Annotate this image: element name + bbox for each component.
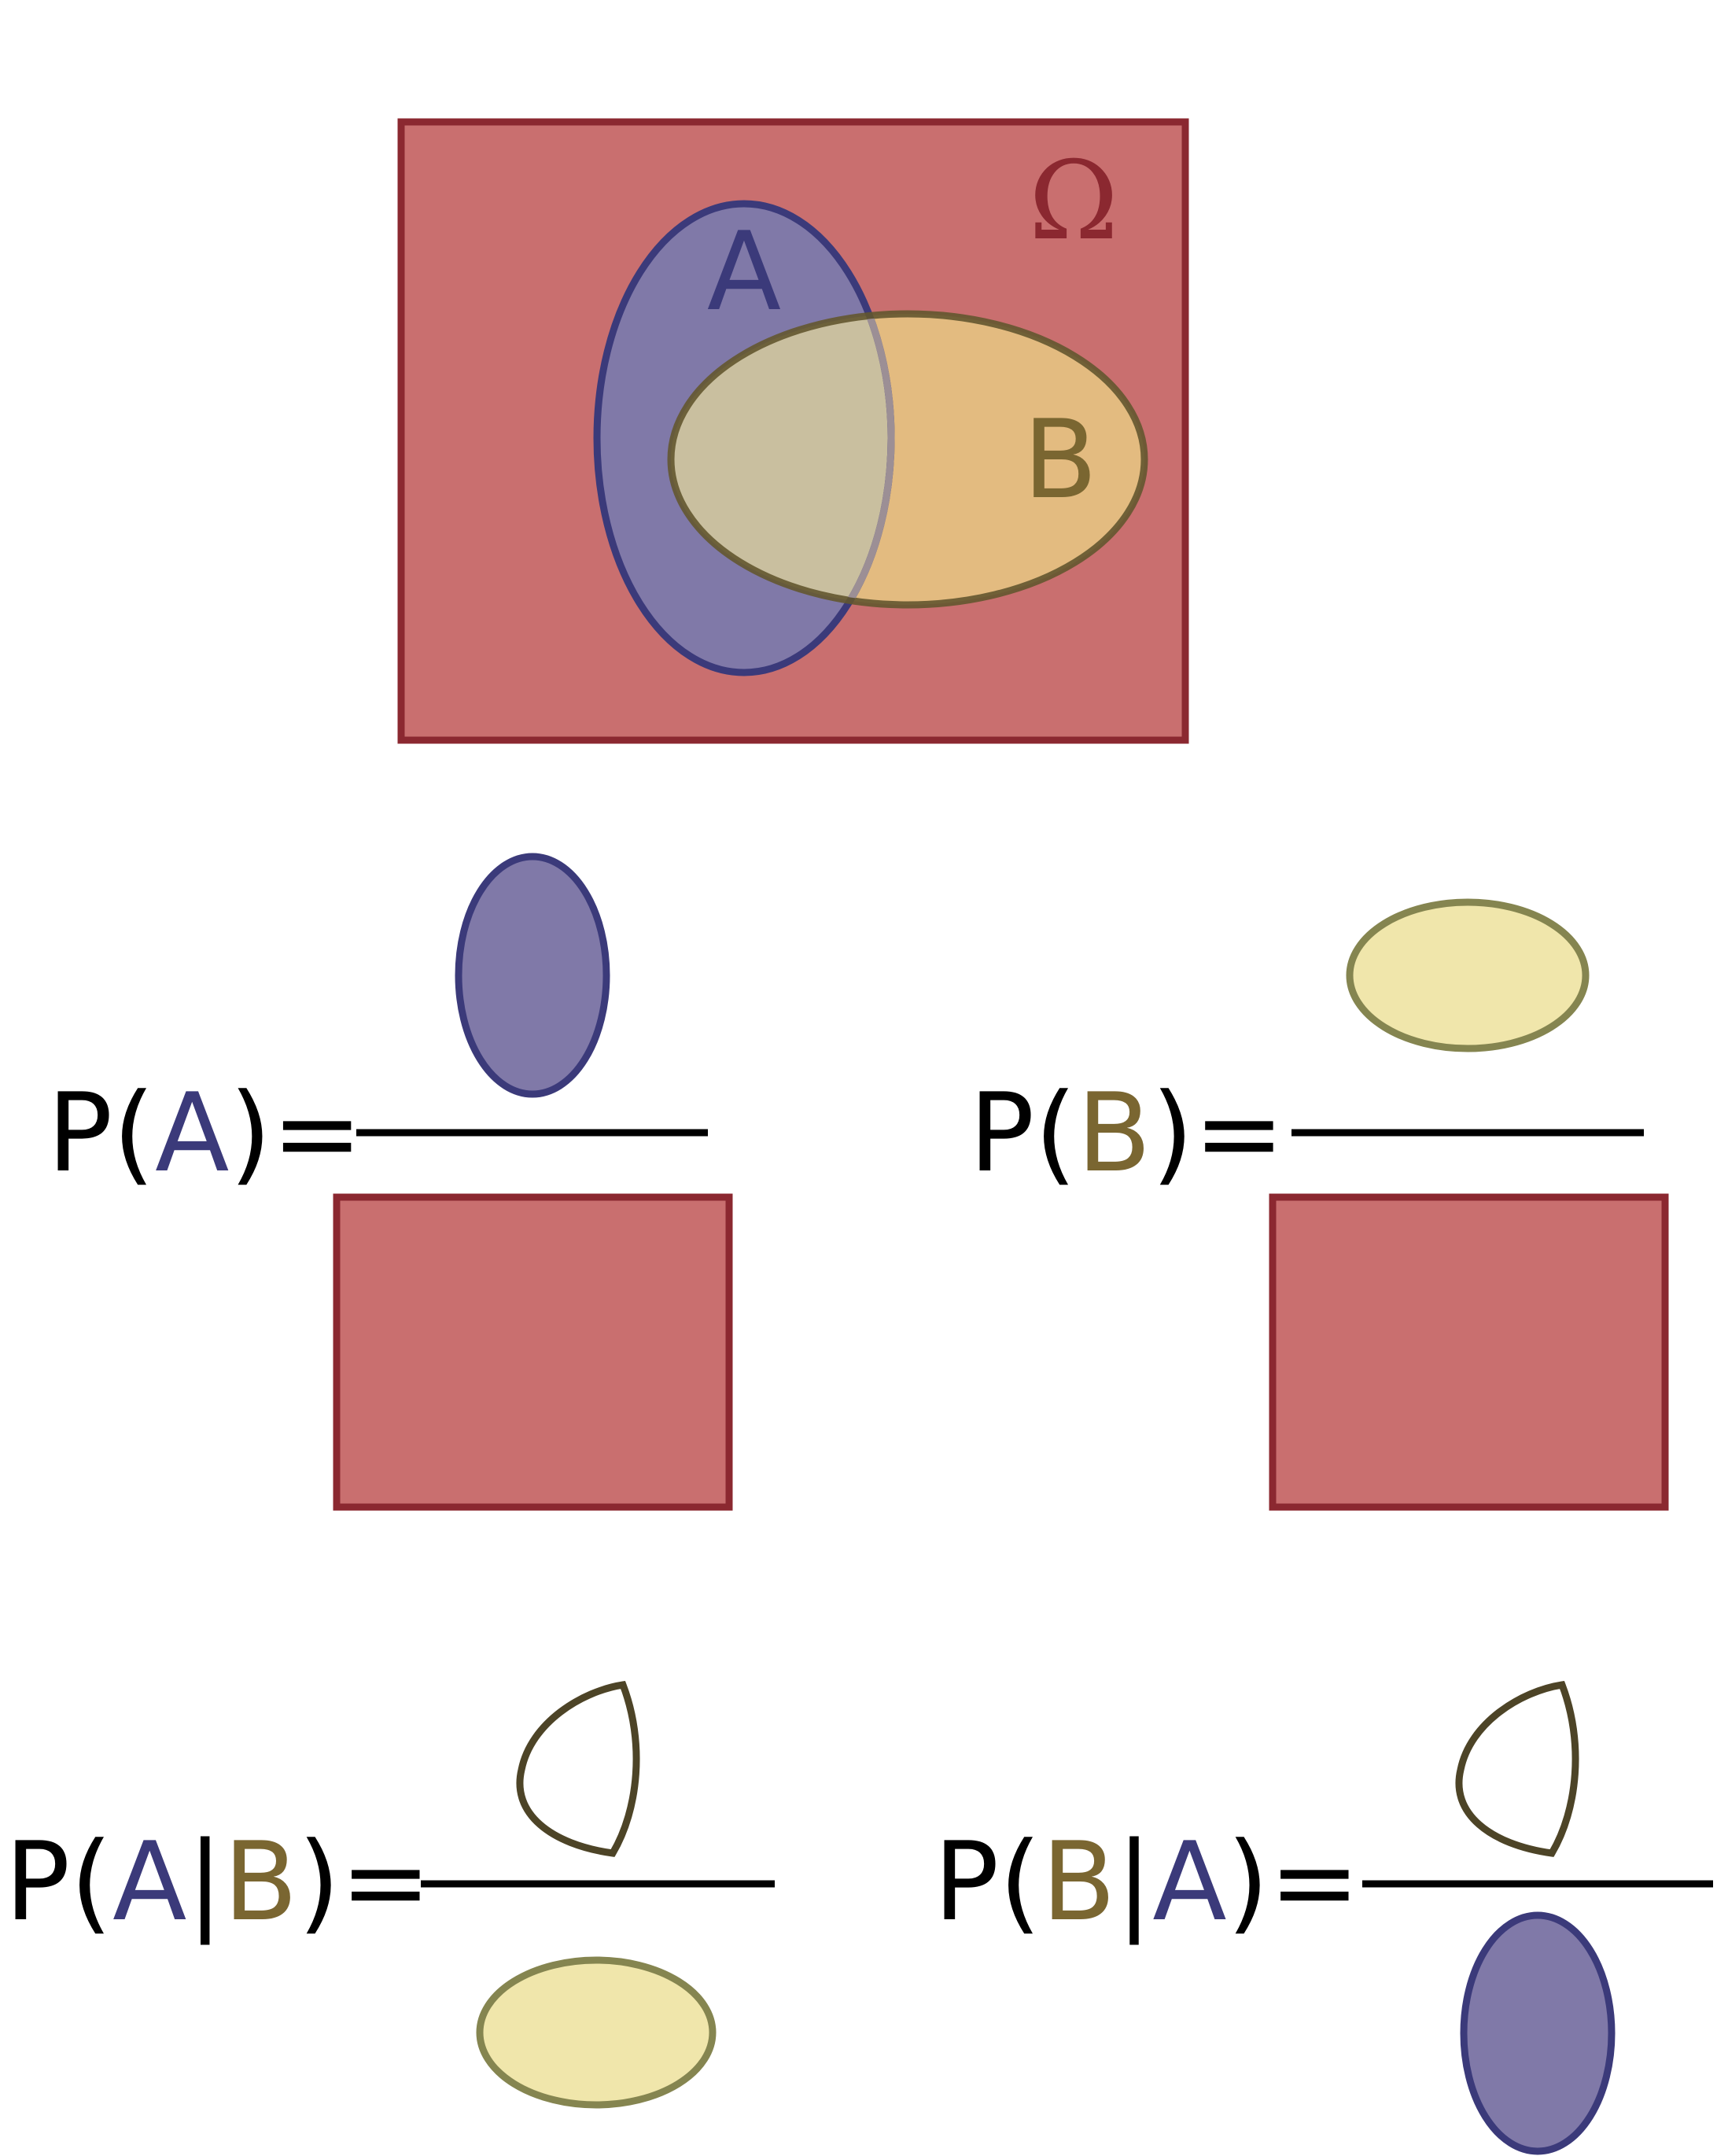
p-ab-prefix: P( (5, 1819, 112, 1945)
svg-text:P(B|A)=: P(B|A)= (934, 1819, 1360, 1945)
p-b-suffix: )= (1151, 1070, 1284, 1196)
p-ba-a: A (1152, 1819, 1226, 1945)
p-ba-prefix: P( (934, 1819, 1041, 1945)
p-b-arg: B (1077, 1070, 1151, 1196)
set-b-outline (667, 310, 1148, 609)
venn-diagram: Ω A B (397, 118, 1189, 744)
p-ab-intersection-lens (516, 1680, 640, 1857)
p-ab-a: A (112, 1819, 186, 1945)
set-a-label: A (707, 208, 781, 335)
p-ba-suffix: )= (1227, 1819, 1360, 1945)
p-b-denominator-omega (1269, 1193, 1669, 1511)
p-ba-intersection-lens (1455, 1680, 1579, 1857)
intersection-region (671, 314, 891, 605)
p-a-suffix: )= (229, 1070, 362, 1196)
formula-p-a: P(A)= (47, 853, 733, 1511)
p-ab-bar: | (186, 1819, 223, 1945)
omega-label: Ω (1029, 138, 1118, 264)
formula-p-b: P(B)= (969, 898, 1669, 1511)
p-b-numerator-ellipse (1346, 898, 1590, 1052)
formula-p-b-given-a: P(B|A)= (934, 1680, 1713, 2155)
formula-p-a-given-b: P(A|B)= (5, 1680, 775, 2109)
p-ba-b: B (1041, 1819, 1116, 1945)
p-b-prefix: P( (969, 1070, 1077, 1196)
p-ab-b: B (223, 1819, 298, 1945)
p-a-prefix: P( (47, 1070, 155, 1196)
p-ab-denominator-b (476, 1956, 717, 2109)
p-ab-suffix: )= (298, 1819, 431, 1945)
set-b-label: B (1023, 396, 1098, 523)
svg-text:P(A)=: P(A)= (47, 1070, 363, 1196)
p-a-arg: A (155, 1070, 229, 1196)
svg-text:P(B)=: P(B)= (969, 1070, 1284, 1196)
p-ba-denominator-a (1460, 1911, 1616, 2155)
p-ba-bar: | (1116, 1819, 1153, 1945)
set-a-outline-inside-b (674, 317, 895, 602)
svg-text:P(A|B)=: P(A|B)= (5, 1819, 431, 1945)
p-a-denominator-omega (333, 1193, 733, 1511)
p-a-numerator-ellipse (455, 853, 610, 1098)
